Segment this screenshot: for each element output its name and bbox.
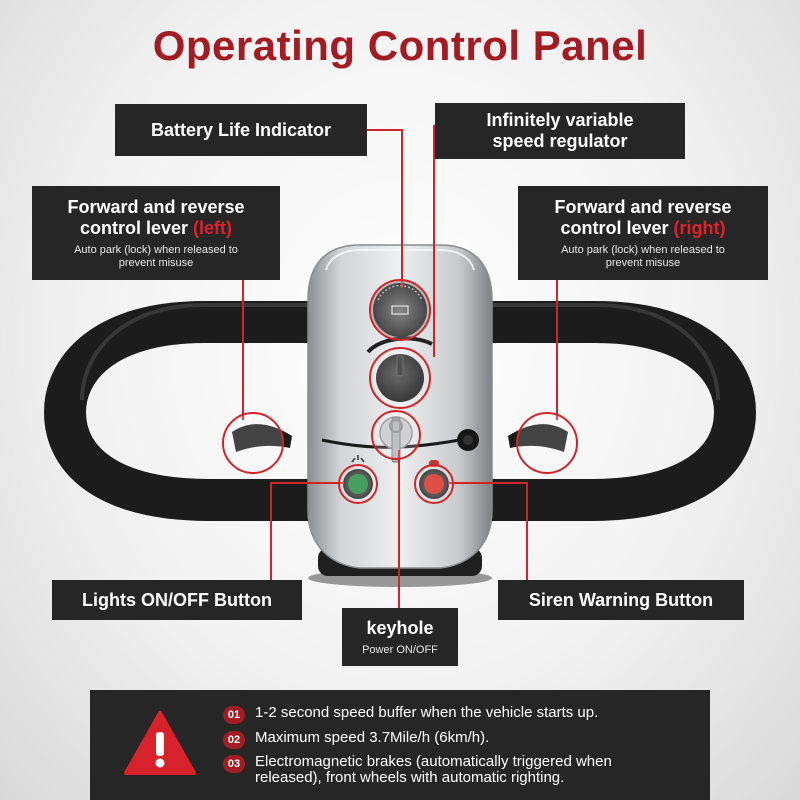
note-number: 01 (223, 706, 245, 724)
highlight-siren (414, 464, 454, 504)
handlebar (44, 301, 322, 521)
note-item: 03 Electromagnetic brakes (automatically… (223, 754, 655, 786)
highlight-lights (338, 464, 378, 504)
highlight-battery (369, 279, 431, 341)
label-keyhole: keyhole Power ON/OFF (342, 608, 458, 666)
note-number: 03 (223, 755, 245, 773)
label-forward-reverse-right: Forward and reverse control lever (right… (518, 186, 768, 280)
highlight-left-lever (222, 412, 284, 474)
note-text: Maximum speed 3.7Mile/h (6km/h). (255, 729, 490, 746)
label-lights: Lights ON/OFF Button (52, 580, 302, 620)
note-item: 02 Maximum speed 3.7Mile/h (6km/h). (223, 730, 655, 749)
notes-panel: 01 1-2 second speed buffer when the vehi… (90, 690, 710, 800)
label-forward-reverse-left: Forward and reverse control lever (left)… (32, 186, 280, 280)
note-text: Electromagnetic brakes (automatically tr… (255, 753, 612, 786)
highlight-speed (369, 347, 431, 409)
note-number: 02 (223, 731, 245, 749)
connector-left-lever (242, 280, 244, 420)
highlight-keyhole (371, 410, 421, 460)
highlight-right-lever (516, 412, 578, 474)
note-text: 1-2 second speed buffer when the vehicle… (255, 704, 599, 721)
label-battery: Battery Life Indicator (115, 104, 367, 156)
label-siren: Siren Warning Button (498, 580, 744, 620)
connector-right-lever (556, 280, 558, 420)
connector-siren (526, 482, 528, 588)
connector-keyhole (398, 450, 400, 610)
label-speed-regulator: Infinitely variable speed regulator (435, 103, 685, 159)
page-title: Operating Control Panel (152, 22, 648, 69)
connector-battery (355, 129, 403, 131)
warning-triangle-icon (124, 711, 196, 775)
connector-lights (270, 482, 272, 588)
note-item: 01 1-2 second speed buffer when the vehi… (223, 705, 655, 724)
